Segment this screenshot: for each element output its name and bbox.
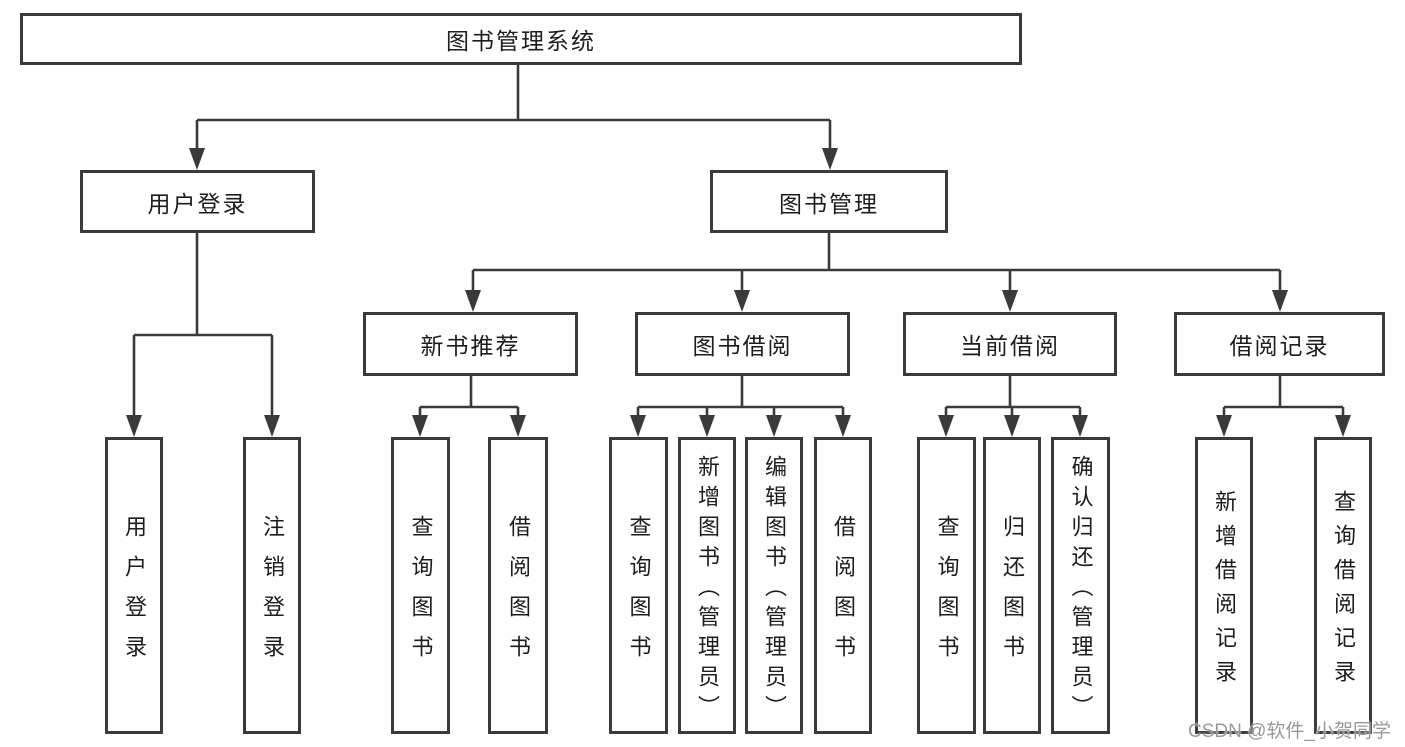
leaf-add-book-admin: 新增图书（管理员）: [678, 437, 736, 734]
node-label: 查询图书: [408, 514, 434, 675]
leaf-user-login: 用户登录: [105, 437, 163, 734]
node-label: 确认归还（管理员）: [1068, 454, 1094, 725]
connector-book-management-children: [471, 233, 1282, 294]
node-label: 编辑图书（管理员）: [762, 454, 787, 725]
leaf-query-books-borrow: 查询图书: [609, 437, 668, 734]
connector-user-login-children: [132, 233, 274, 419]
node-label: 查询图书: [626, 514, 652, 675]
connector-book-borrow-children: [636, 376, 845, 419]
node-label: 查询借阅记录: [1331, 489, 1356, 694]
leaf-return-book: 归还图书: [983, 437, 1041, 734]
node-book-management-system: 图书管理系统: [20, 13, 1022, 65]
node-borrow-records: 借阅记录: [1174, 312, 1385, 376]
node-label: 借阅记录: [1229, 333, 1330, 359]
node-label: 新书推荐: [420, 333, 521, 359]
leaf-borrow-books-recommend: 借阅图书: [488, 437, 548, 734]
node-book-borrow: 图书借阅: [635, 312, 850, 376]
node-label: 用户登录: [147, 190, 248, 217]
leaf-query-borrow-record: 查询借阅记录: [1314, 437, 1372, 734]
node-current-borrow: 当前借阅: [903, 312, 1117, 376]
node-label: 归还图书: [1000, 514, 1025, 675]
node-label: 用户登录: [122, 514, 147, 675]
node-new-book-recommend: 新书推荐: [363, 312, 578, 376]
connector-new-book-recommend-children: [418, 376, 520, 419]
leaf-query-books-recommend: 查询图书: [391, 437, 450, 734]
leaf-confirm-return-admin: 确认归还（管理员）: [1051, 437, 1110, 734]
node-label: 新增图书（管理员）: [695, 454, 720, 725]
leaf-borrow-books-borrow: 借阅图书: [814, 437, 872, 734]
arrowheads: [126, 148, 1351, 437]
node-label: 图书管理系统: [446, 28, 596, 54]
leaf-edit-book-admin: 编辑图书（管理员）: [745, 437, 803, 734]
leaf-add-borrow-record: 新增借阅记录: [1195, 437, 1253, 734]
watermark: CSDN @软件_小贺同学: [1188, 721, 1391, 742]
node-label: 图书借阅: [692, 333, 793, 359]
node-user-login: 用户登录: [80, 170, 315, 233]
node-label: 查询图书: [934, 514, 960, 675]
node-book-management: 图书管理: [710, 170, 948, 233]
connector-borrow-records-children: [1222, 376, 1345, 419]
node-label: 注销登录: [260, 514, 285, 675]
connector-root-to-level2: [195, 65, 832, 152]
leaf-logout: 注销登录: [243, 437, 301, 734]
node-label: 当前借阅: [960, 333, 1060, 359]
leaf-query-books-current: 查询图书: [917, 437, 976, 734]
node-label: 图书管理: [779, 190, 879, 217]
node-label: 借阅图书: [831, 514, 856, 675]
node-label: 新增借阅记录: [1212, 489, 1237, 694]
node-label: 借阅图书: [506, 514, 531, 675]
connector-current-borrow-children: [944, 376, 1082, 419]
